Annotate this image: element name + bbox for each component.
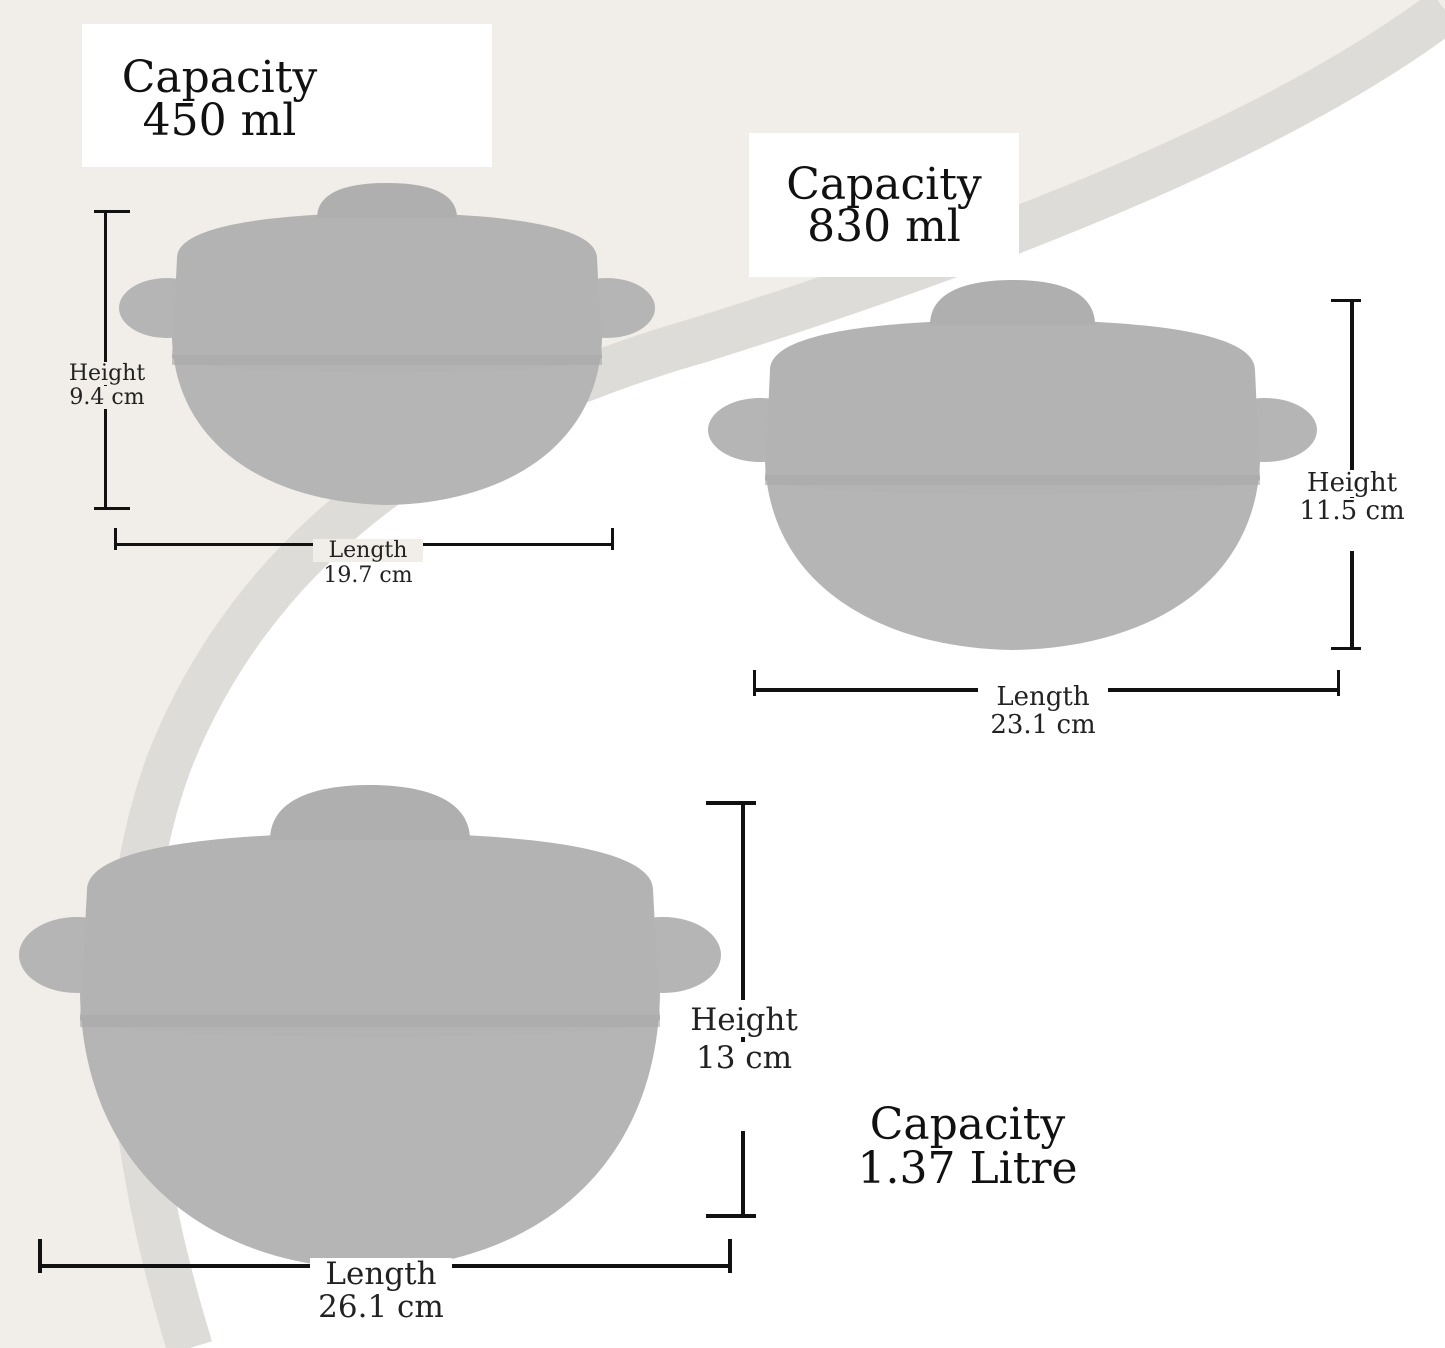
casserole-large-image	[19, 785, 721, 1269]
height-value-medium: 11.5 cm	[1290, 497, 1414, 552]
capacity-value-large: 1.37 Litre	[857, 1143, 1078, 1194]
length-value-medium: 23.1 cm	[990, 710, 1096, 740]
casserole-small-image	[119, 183, 655, 505]
length-value-small: 19.7 cm	[323, 563, 413, 588]
length-label-large: Length	[310, 1258, 452, 1291]
capacity-label-small: Capacity	[121, 52, 318, 103]
capacity-value-small: 450 ml	[142, 95, 297, 146]
height-label-large: Height	[680, 1000, 808, 1037]
length-value-large: 26.1 cm	[318, 1289, 444, 1325]
height-cap-bottom-large	[706, 1214, 756, 1218]
length-cap-right-large	[728, 1239, 732, 1273]
casserole-medium-image	[708, 280, 1317, 650]
length-cap-right-small	[611, 528, 614, 550]
capacity-label-medium: Capacity	[786, 159, 982, 210]
capacity-box-medium	[749, 133, 1019, 277]
height-cap-bottom-medium	[1331, 647, 1361, 650]
height-label-small: Height	[52, 362, 162, 385]
height-cap-top-medium	[1331, 299, 1361, 302]
length-label-medium: Length	[978, 683, 1108, 712]
height-cap-bottom-small	[94, 507, 130, 510]
height-cap-top-small	[94, 210, 130, 213]
length-cap-left-medium	[753, 670, 756, 696]
length-cap-left-large	[38, 1239, 42, 1273]
height-cap-top-large	[706, 801, 756, 805]
length-cap-right-medium	[1337, 670, 1340, 696]
height-value-small: 9.4 cm	[52, 386, 162, 409]
length-label-small: Length	[313, 539, 423, 562]
capacity-label-large: Capacity	[869, 1099, 1066, 1150]
capacity-value-medium: 830 ml	[807, 201, 961, 252]
length-cap-left-small	[114, 528, 117, 550]
height-label-medium: Height	[1290, 469, 1414, 498]
capacity-box-small	[82, 24, 492, 167]
height-value-large: 13 cm	[680, 1042, 808, 1131]
height-line-small	[104, 211, 107, 509]
